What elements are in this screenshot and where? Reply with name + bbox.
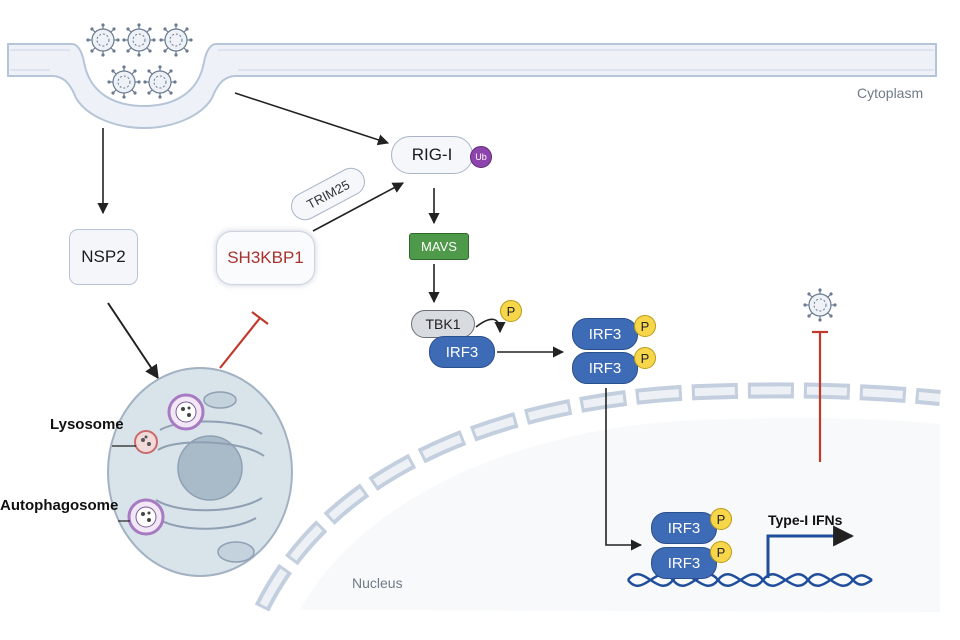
virus-icon	[85, 22, 121, 58]
arrow-nsp2-autophagy	[107, 302, 159, 380]
irf3-node: IRF3	[572, 352, 638, 384]
dna-helix	[627, 573, 873, 587]
irf3-node: IRF3	[651, 512, 717, 544]
nsp2-node: NSP2	[69, 229, 138, 285]
arrow-sh3kbp1-rigi	[312, 182, 404, 232]
arrow-transcription	[766, 525, 855, 578]
phosphate-badge: P	[710, 508, 732, 530]
ubiquitin-badge: Ub	[470, 146, 492, 168]
autophagosome-organelle	[127, 498, 165, 536]
nucleus-region	[300, 417, 940, 612]
mavs-node: MAVS	[409, 233, 469, 260]
irf3-node: IRF3	[572, 318, 638, 350]
phosphate-badge: P	[634, 347, 656, 369]
cytoplasm-label: Cytoplasm	[857, 85, 924, 101]
virus-icon	[158, 22, 194, 58]
autophagosome-organelle	[167, 393, 205, 431]
irf3-node: IRF3	[429, 336, 495, 368]
virus-icon	[802, 287, 838, 323]
nucleus-label: Nucleus	[352, 575, 403, 591]
host-cell	[107, 367, 293, 577]
virus-icon	[142, 64, 178, 100]
irf3-node: IRF3	[651, 547, 717, 579]
type-i-ifns-label: Type-I IFNs	[768, 512, 843, 528]
arrow-irf3-nucleus	[605, 388, 643, 551]
arrow-entry-rigi	[234, 92, 390, 146]
rig-i-node: RIG-I	[391, 136, 473, 174]
lysosome-organelle	[134, 430, 158, 454]
plasma-membrane	[7, 43, 937, 130]
phosphate-badge: P	[634, 315, 656, 337]
arrow-phosphorylation	[475, 318, 506, 334]
inhibition-nsp2-sh3kbp1	[219, 317, 261, 369]
tbk1-node: TBK1	[411, 310, 475, 338]
sh3kbp1-node: SH3KBP1	[216, 231, 315, 285]
virus-icon	[121, 22, 157, 58]
virus-icon	[106, 64, 142, 100]
lysosome-label: Lysosome	[50, 416, 124, 433]
phosphate-badge: P	[500, 300, 522, 322]
inhibition-bar	[251, 311, 269, 325]
autophagosome-label: Autophagosome	[0, 497, 119, 514]
phosphate-badge: P	[710, 541, 732, 563]
